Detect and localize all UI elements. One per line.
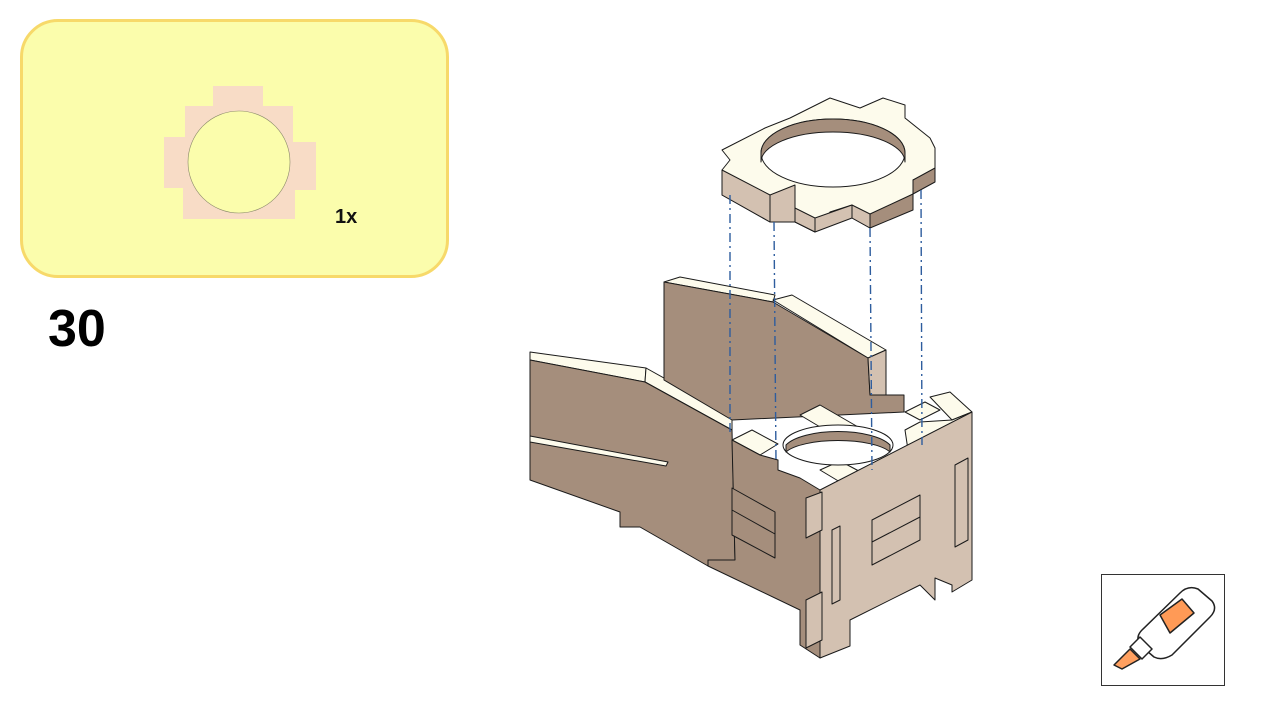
glue-bottle-icon	[1113, 586, 1216, 670]
glue-indicator	[1101, 574, 1225, 686]
part-quantity: 1x	[335, 206, 358, 228]
front-block	[707, 391, 973, 659]
step-number: 30	[48, 300, 106, 358]
parts-panel: 1x	[20, 19, 449, 278]
back-wall	[663, 276, 905, 421]
ring-plate	[721, 97, 936, 233]
alignment-guides	[729, 189, 923, 471]
ring-plate-part-icon	[164, 86, 316, 219]
